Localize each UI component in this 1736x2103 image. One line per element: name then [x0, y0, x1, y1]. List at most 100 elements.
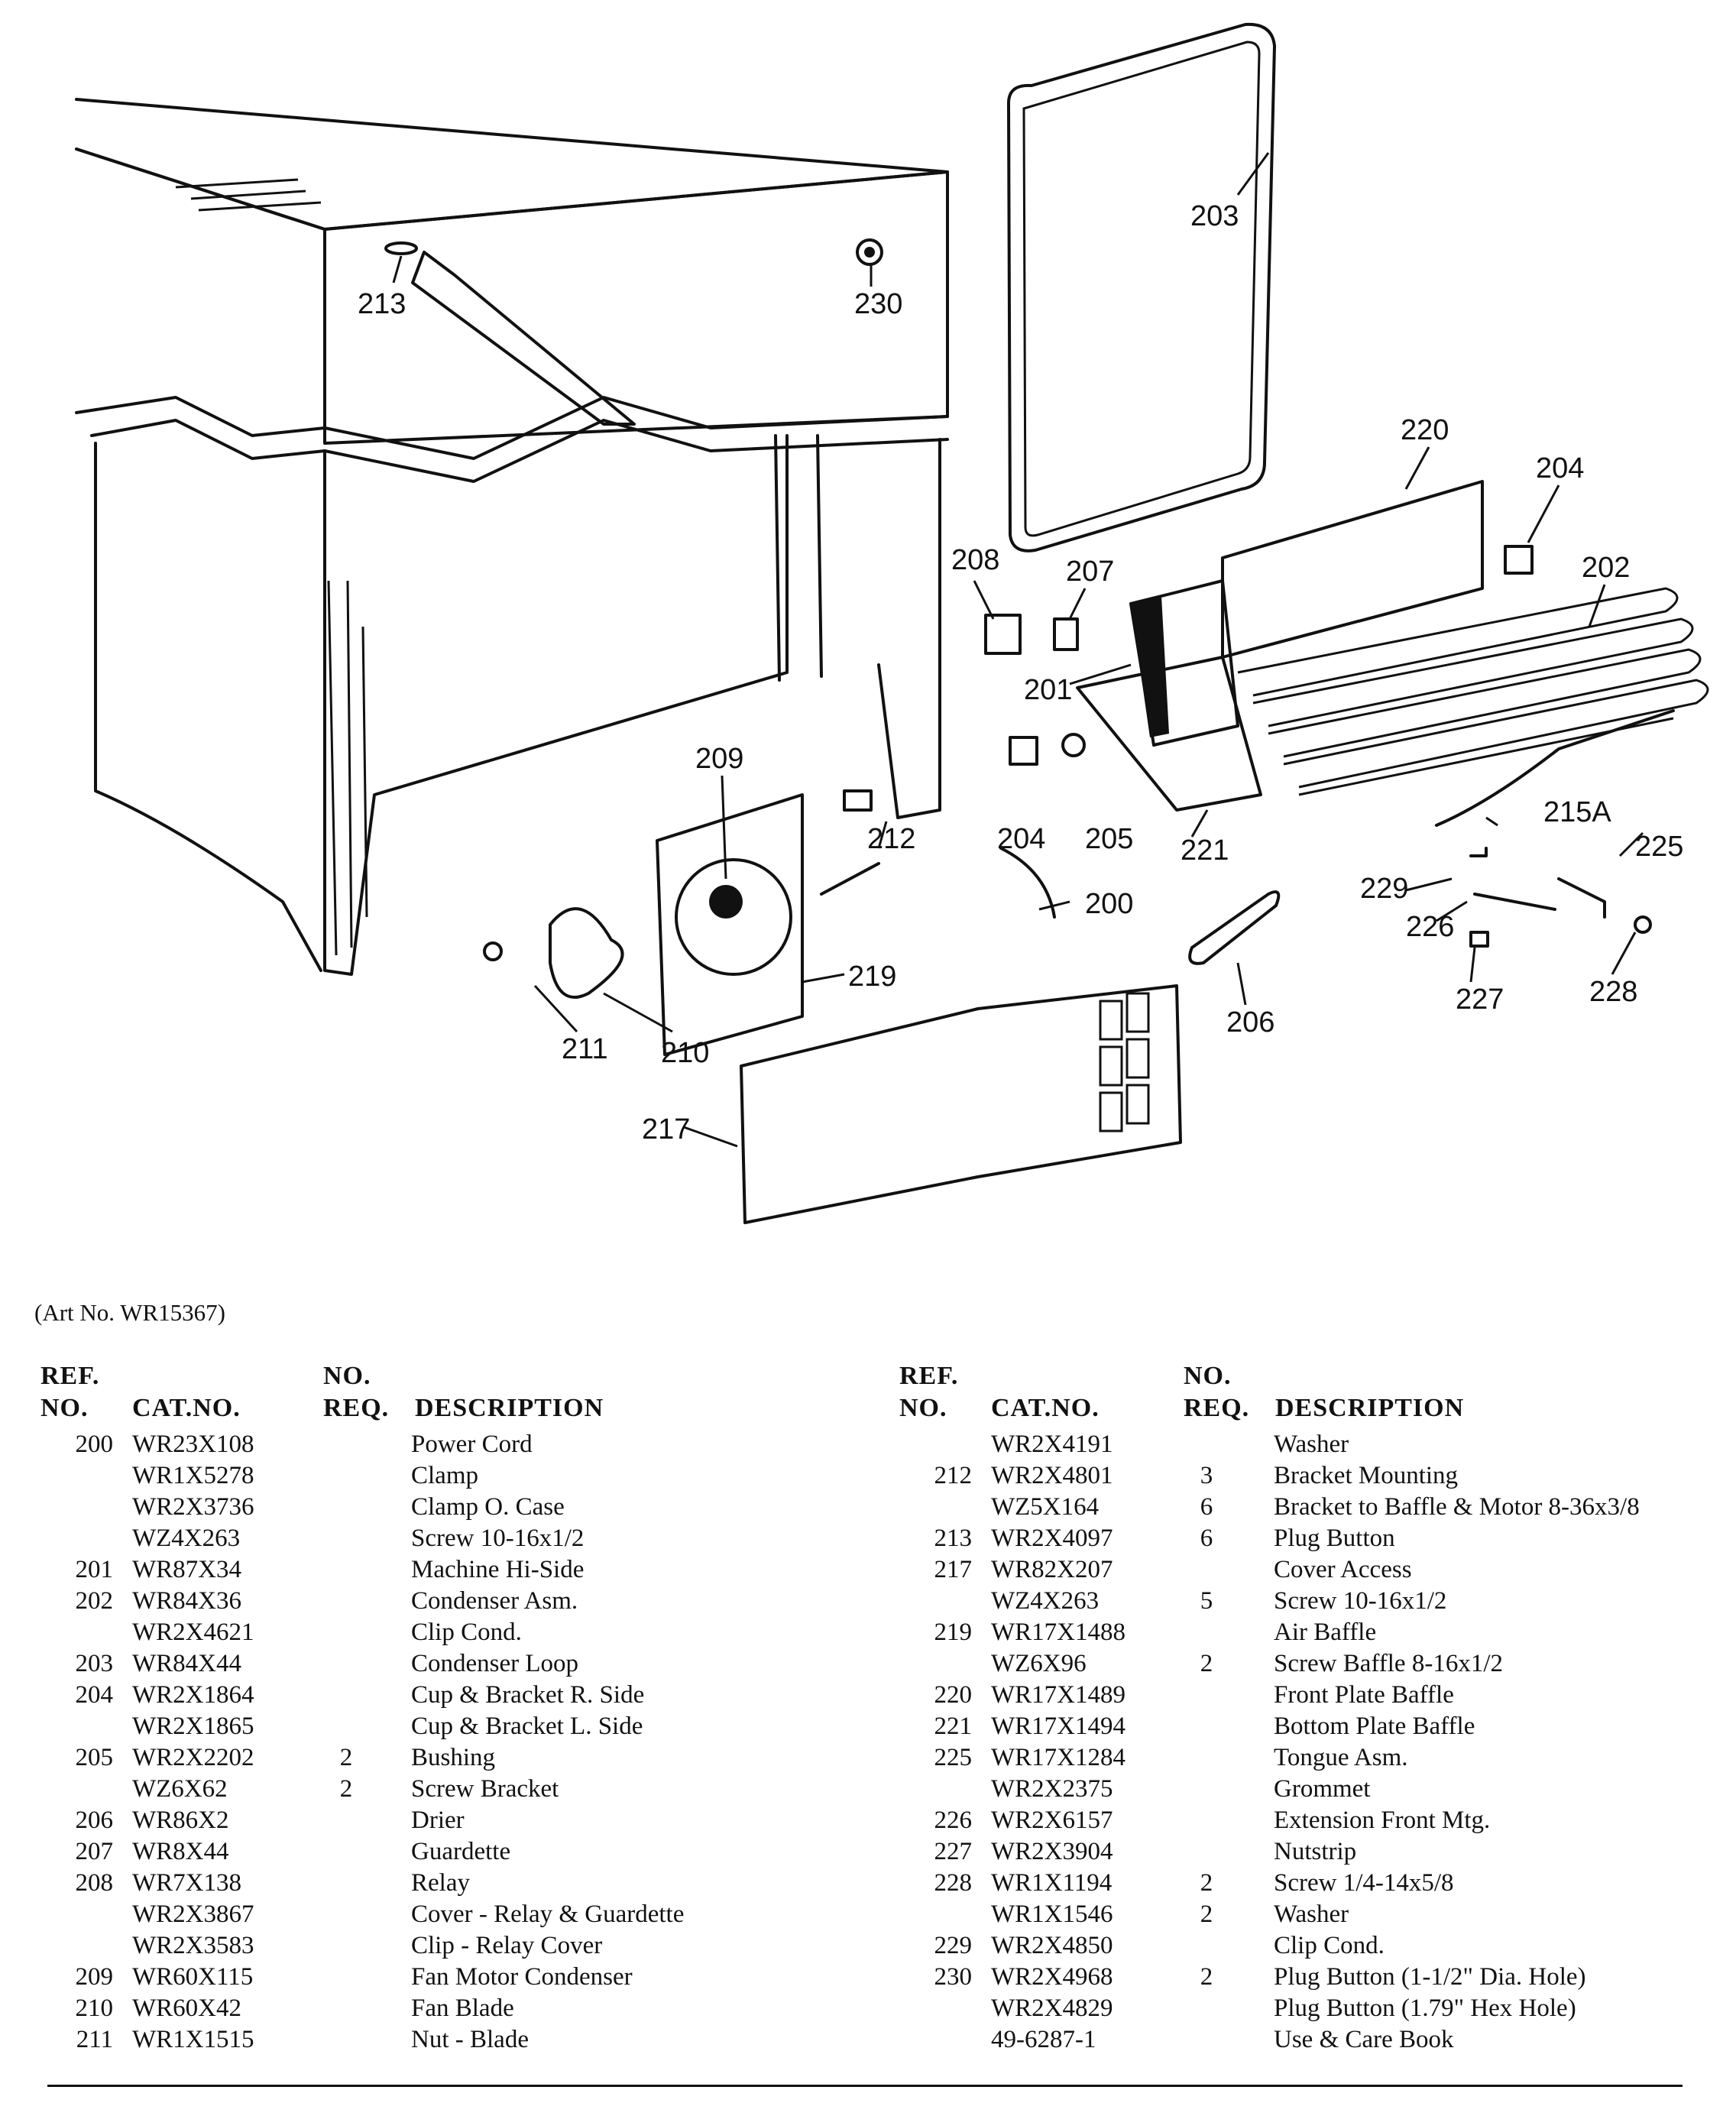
ref-cell: 230 [934, 1963, 973, 1991]
cat-no-cell: WR2X4097 [991, 1525, 1113, 1552]
ref-cell: 207 [75, 1838, 114, 1865]
ref-cell: 211 [76, 2026, 113, 2053]
description-cell: Fan Motor Condenser [411, 1963, 633, 1991]
description-cell: Drier [411, 1807, 465, 1834]
description-cell: Plug Button [1274, 1525, 1395, 1552]
parts-table-right: REF. NO. CAT.NO. NO. REQ. DESCRIPTION WR… [896, 1360, 1736, 2056]
cat-no-cell: WR7X138 [132, 1869, 241, 1897]
description-cell: Screw 10-16x1/2 [1274, 1587, 1447, 1615]
description-cell: Fan Blade [411, 1994, 514, 2022]
cat-no-cell: WR2X3867 [132, 1900, 254, 1928]
table-row: WR2X3867 Cover - Relay & Guardette [29, 1899, 892, 1930]
cat-no-cell: WR2X4621 [132, 1619, 254, 1646]
req-cell: 2 [339, 1744, 353, 1771]
req-cell: 5 [1200, 1587, 1213, 1615]
req-cell: 6 [1200, 1525, 1213, 1552]
cabinet-illustration [75, 98, 949, 976]
callout-209: 209 [695, 743, 743, 775]
callout-205: 205 [1085, 823, 1133, 855]
cat-no-cell: WR84X44 [132, 1650, 241, 1677]
fan-motor-illustration [483, 793, 804, 1056]
ref-header-line1: REF. [899, 1362, 959, 1390]
callout-221: 221 [1181, 834, 1229, 867]
callout-228: 228 [1589, 976, 1637, 1008]
description-cell: Screw Bracket [411, 1775, 559, 1803]
description-cell: Cup & Bracket L. Side [411, 1713, 643, 1740]
description-cell: Bracket Mounting [1274, 1462, 1459, 1489]
req-header-line1: NO. [323, 1362, 371, 1390]
cat-no-cell: WR1X1515 [132, 2026, 254, 2053]
description-cell: Clip Cond. [411, 1619, 522, 1646]
cat-no-cell: WR2X4191 [991, 1431, 1113, 1458]
cat-no-cell: WR23X108 [132, 1431, 254, 1458]
cat-header: CAT.NO. [132, 1394, 241, 1422]
cat-no-cell: WR84X36 [132, 1587, 241, 1615]
ref-cell: 210 [75, 1994, 114, 2022]
cat-no-cell: WR2X4829 [991, 1994, 1113, 2022]
ref-cell: 229 [934, 1932, 973, 1959]
callout-206: 206 [1226, 1006, 1274, 1039]
table-row: 226 WR2X6157 Extension Front Mtg. [896, 1805, 1736, 1836]
ref-cell: 225 [934, 1744, 973, 1771]
cat-no-cell: WR2X4801 [991, 1462, 1113, 1489]
ref-header-line2: NO. [40, 1394, 89, 1422]
callout-230: 230 [854, 288, 902, 320]
cat-no-cell: WR60X115 [132, 1963, 254, 1991]
req-cell: 2 [1200, 1869, 1213, 1897]
ref-cell: 206 [75, 1807, 114, 1834]
description-cell: Plug Button (1.79" Hex Hole) [1274, 1994, 1576, 2022]
description-cell: Cover - Relay & Guardette [411, 1900, 685, 1928]
cat-no-cell: WR87X34 [132, 1556, 241, 1583]
req-header-line2: REQ. [1184, 1394, 1250, 1422]
ref-cell: 217 [934, 1556, 973, 1583]
ref-cell: 201 [75, 1556, 114, 1583]
ref-cell: 205 [75, 1744, 114, 1771]
callout-213: 213 [358, 288, 406, 320]
description-cell: Bottom Plate Baffle [1274, 1713, 1475, 1740]
description-cell: Clip Cond. [1274, 1932, 1385, 1959]
table-row: 201 WR87X34 Machine Hi-Side [29, 1554, 892, 1586]
cat-no-cell: WR2X1865 [132, 1713, 254, 1740]
cat-no-cell: WR2X6157 [991, 1807, 1113, 1834]
ref-cell: 203 [75, 1650, 114, 1677]
req-cell: 6 [1200, 1493, 1213, 1521]
description-cell: Guardette [411, 1838, 511, 1865]
callout-212: 212 [867, 823, 915, 855]
callout-229: 229 [1360, 873, 1408, 905]
ref-header-line2: NO. [899, 1394, 947, 1422]
ref-header-line1: REF. [40, 1362, 100, 1390]
callout-227: 227 [1456, 983, 1504, 1016]
ref-cell: 226 [934, 1807, 973, 1834]
cat-no-cell: WR8X44 [132, 1838, 229, 1865]
description-cell: Extension Front Mtg. [1274, 1807, 1491, 1834]
small-parts-illustration [820, 545, 1652, 948]
ref-cell: 213 [934, 1525, 973, 1552]
callout-202: 202 [1582, 552, 1630, 584]
req-cell: 2 [1200, 1963, 1213, 1991]
description-cell: Plug Button (1-1/2" Dia. Hole) [1274, 1963, 1586, 1991]
description-cell: Machine Hi-Side [411, 1556, 585, 1583]
description-cell: Clamp [411, 1462, 478, 1489]
callout-219: 219 [848, 961, 896, 993]
leader-lines [392, 152, 1644, 1148]
description-cell: Bushing [411, 1744, 496, 1771]
ref-cell: 228 [934, 1869, 973, 1897]
description-cell: Air Baffle [1274, 1619, 1377, 1646]
callout-210: 210 [661, 1037, 709, 1069]
